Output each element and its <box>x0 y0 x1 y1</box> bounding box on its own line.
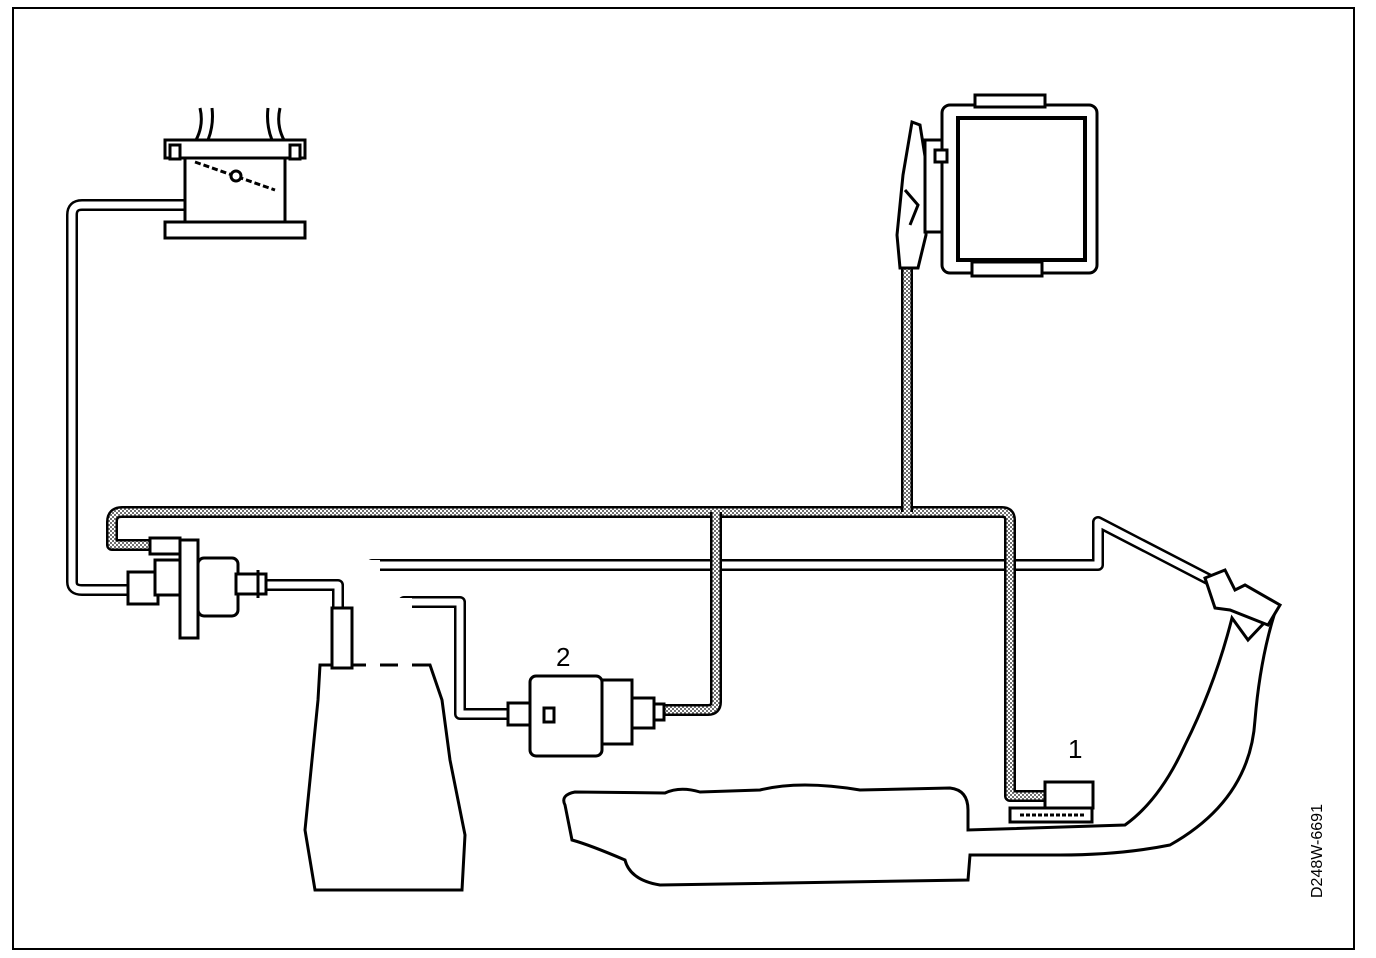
fuel-tank <box>562 568 1283 887</box>
label-component-2: 2 <box>556 642 570 672</box>
engine-block <box>303 560 467 892</box>
diagram-frame <box>12 7 1355 950</box>
vent-hoses <box>106 265 1045 802</box>
label-component-1: 1 <box>1068 734 1082 764</box>
figure-reference-code: D248W-6691 <box>1309 804 1326 898</box>
fuel-tank-sensor <box>1008 780 1095 824</box>
purge-valve <box>126 536 268 640</box>
charcoal-canister <box>895 93 1099 278</box>
plain-hoses <box>66 199 1213 720</box>
throttle-body <box>163 107 307 240</box>
leak-detection-pump <box>506 674 666 758</box>
